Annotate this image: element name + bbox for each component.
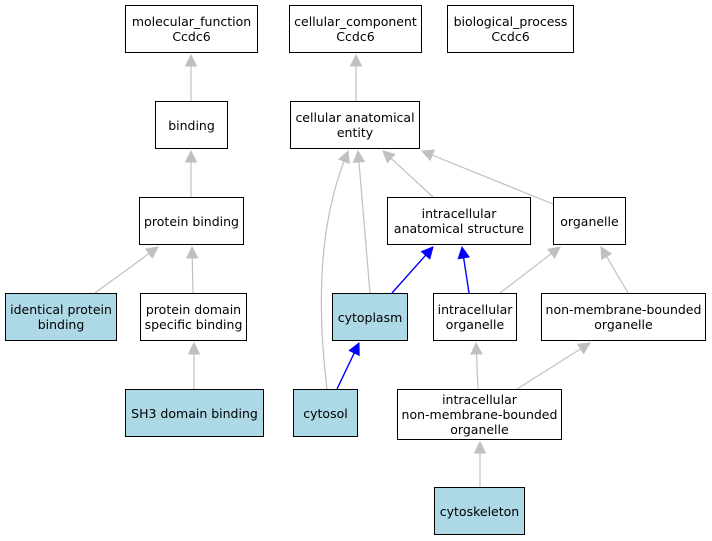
arrowhead-cellular_anatomical_entity-to-cellular_component [349, 53, 363, 67]
arrowhead-cytoplasm-to-cellular_anatomical_entity [352, 149, 366, 163]
node-intracellular-non-membrane-bounded-organelle[interactable]: intracellular non-membrane-bounded organ… [397, 389, 562, 440]
arrowhead-identical_protein_binding-to-protein_binding [144, 246, 159, 259]
edge-protein_domain_specific_binding-to-protein_binding [191, 257, 194, 294]
node-protein-binding[interactable]: protein binding [139, 197, 244, 245]
arrowhead-cytosol-to-cellular_anatomical_entity [337, 149, 350, 164]
node-sh3-domain-binding[interactable]: SH3 domain binding [125, 389, 264, 437]
arrowhead-intracellular_organelle-to-organelle [547, 246, 561, 260]
arrowhead-protein_domain_specific_binding-to-protein_binding [185, 245, 199, 259]
arrowhead-intracellular_non_membrane_bounded_organelle-to-non_membrane_bounded_organelle [576, 342, 591, 355]
node-identical-protein-binding[interactable]: identical protein binding [5, 293, 117, 341]
edge-identical_protein_binding-to-protein_binding [94, 253, 150, 294]
edge-intracellular_non_membrane_bounded_organelle-to-intracellular_organelle [475, 353, 479, 390]
arrowhead-organelle-to-cellular_anatomical_entity [420, 149, 436, 162]
edge-cytoplasm-to-cellular_anatomical_entity [358, 161, 371, 294]
node-cytosol[interactable]: cytosol [293, 389, 358, 437]
node-molecular-function[interactable]: molecular_function Ccdc6 [125, 5, 258, 53]
arrowhead-non_membrane_bounded_organelle-to-organelle [600, 246, 613, 261]
node-organelle[interactable]: organelle [553, 197, 626, 245]
node-biological-process[interactable]: biological_process Ccdc6 [447, 5, 574, 53]
node-intracellular-organelle[interactable]: intracellular organelle [433, 293, 517, 341]
node-binding[interactable]: binding [155, 101, 228, 149]
arrowhead-binding-to-molecular_function [184, 53, 198, 67]
node-cytoskeleton[interactable]: cytoskeleton [434, 487, 525, 535]
edge-intracellular_non_membrane_bounded_organelle-to-non_membrane_bounded_organelle [516, 348, 582, 390]
arrowhead-cytoplasm-to-intracellular_anatomical_structure [420, 246, 434, 260]
arrowhead-cytoskeleton-to-intracellular_non_membrane_bounded_organelle [473, 440, 487, 454]
edge-cytosol-to-cellular_anatomical_entity [320, 161, 345, 390]
node-cellular-component[interactable]: cellular_component Ccdc6 [289, 5, 422, 53]
edge-cytoplasm-to-intracellular_anatomical_structure [391, 254, 427, 294]
arrowhead-intracellular_organelle-to-intracellular_anatomical_structure [457, 245, 470, 260]
node-cytoplasm[interactable]: cytoplasm [332, 293, 408, 341]
edge-intracellular_organelle-to-intracellular_anatomical_structure [462, 257, 470, 294]
arrowhead-intracellular_anatomical_structure-to-cellular_anatomical_entity [382, 150, 396, 164]
arrowhead-protein_binding-to-binding [184, 149, 198, 163]
arrowhead-intracellular_non_membrane_bounded_organelle-to-intracellular_organelle [470, 341, 483, 355]
edge-cytosol-to-cytoplasm [336, 352, 355, 390]
arrowhead-cytosol-to-cytoplasm [348, 341, 360, 357]
edge-organelle-to-cellular_anatomical_entity [431, 154, 554, 205]
edge-intracellular_anatomical_structure-to-cellular_anatomical_entity [390, 158, 434, 198]
edge-non_membrane_bounded_organelle-to-organelle [606, 256, 629, 294]
node-intracellular-anatomical-structure[interactable]: intracellular anatomical structure [387, 197, 531, 245]
arrowhead-sh3_domain_binding-to-protein_domain_specific_binding [187, 341, 201, 355]
node-non-membrane-bounded-organelle[interactable]: non-membrane-bounded organelle [541, 293, 706, 341]
node-cellular-anatomical-entity[interactable]: cellular anatomical entity [290, 101, 420, 149]
edge-intracellular_organelle-to-organelle [499, 253, 552, 294]
node-protein-domain-specific-binding[interactable]: protein domain specific binding [140, 293, 247, 341]
